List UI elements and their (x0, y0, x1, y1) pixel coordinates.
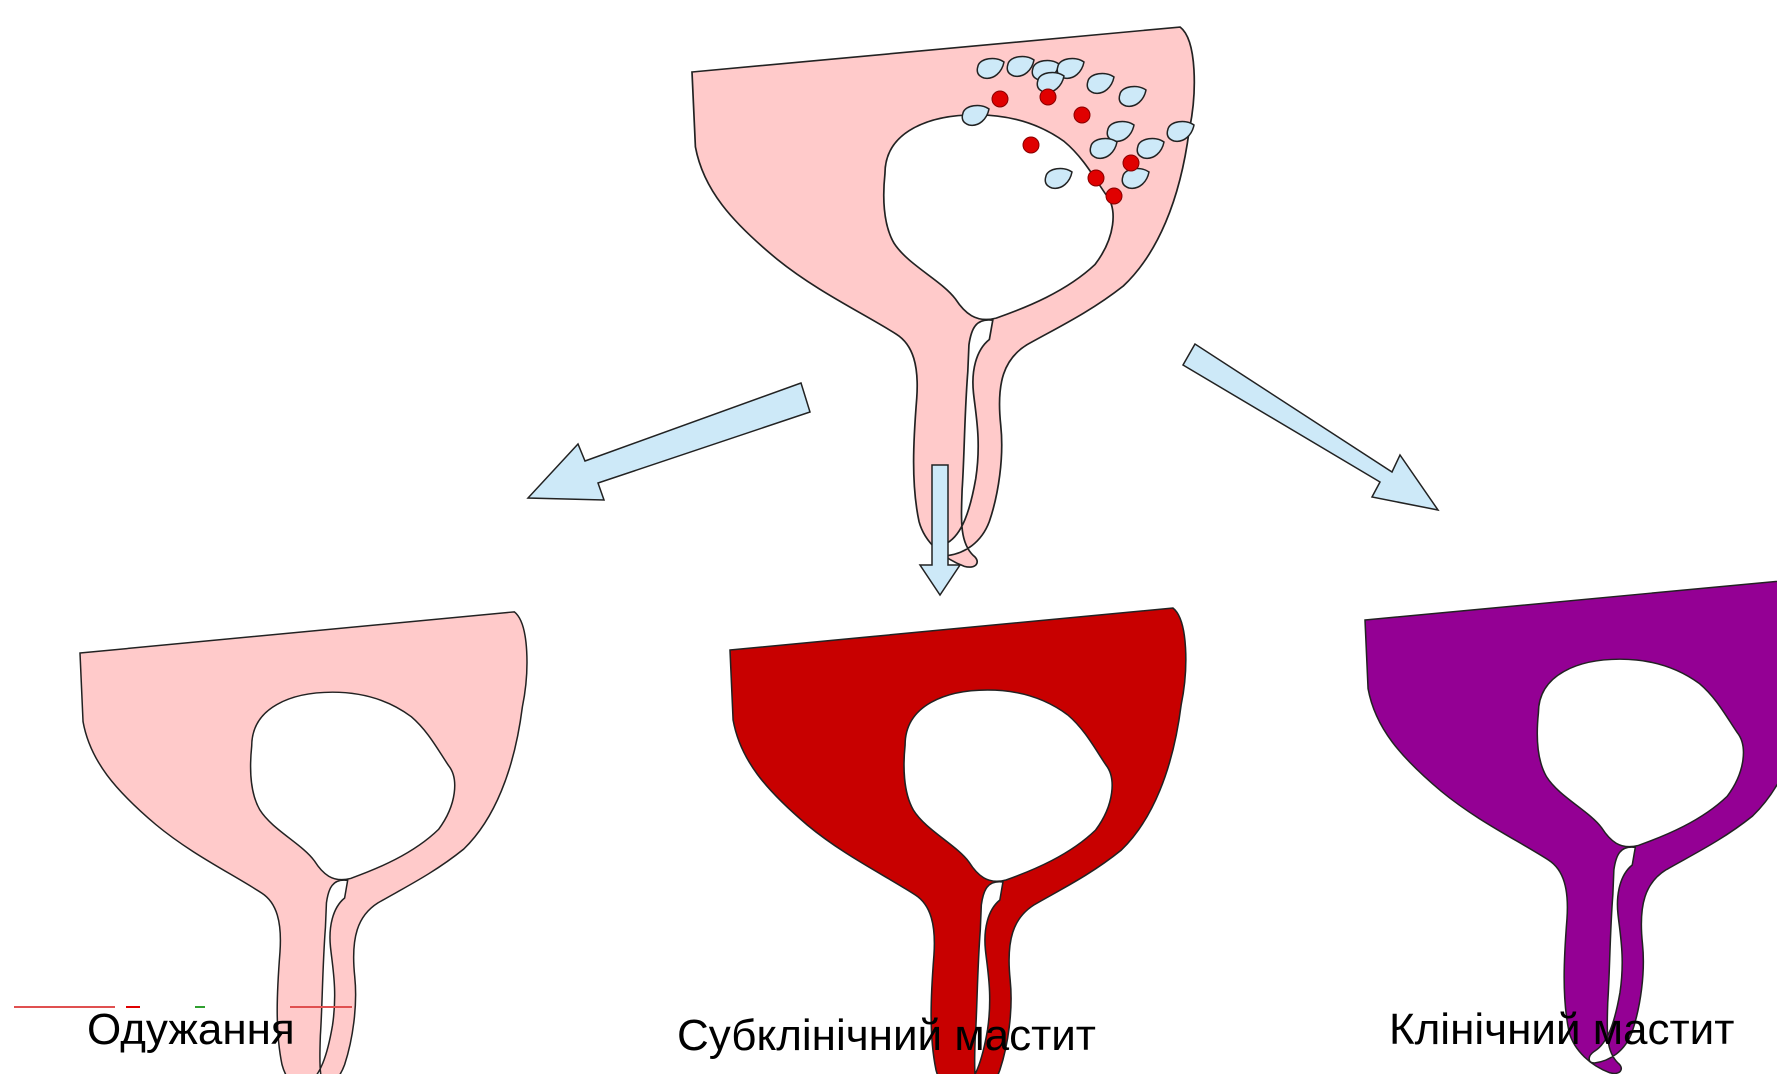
udder-quarter-subclinical (730, 608, 1186, 1074)
somatic-cell-icon (1074, 107, 1090, 123)
somatic-cell-icon (1123, 155, 1139, 171)
somatic-cell-icon (1040, 89, 1056, 105)
caption-recovery: Одужання (87, 1008, 295, 1052)
caption-subclinical-mastitis: Субклінічний мастит (677, 1014, 1096, 1058)
caption-clinical-mastitis: Клінічний мастит (1389, 1008, 1734, 1052)
udder-quarter-clinical (1365, 579, 1777, 1074)
somatic-cell-icon (1106, 188, 1122, 204)
somatic-cell-icon (1088, 170, 1104, 186)
somatic-cell-icon (992, 91, 1008, 107)
arrow-to-recovery (528, 383, 810, 500)
bacteria-icon (1167, 122, 1194, 142)
bacteria-icon (1045, 169, 1072, 189)
bacteria-icon (962, 106, 989, 126)
arrow-to-clinical (1183, 344, 1438, 510)
somatic-cell-icon (1023, 137, 1039, 153)
